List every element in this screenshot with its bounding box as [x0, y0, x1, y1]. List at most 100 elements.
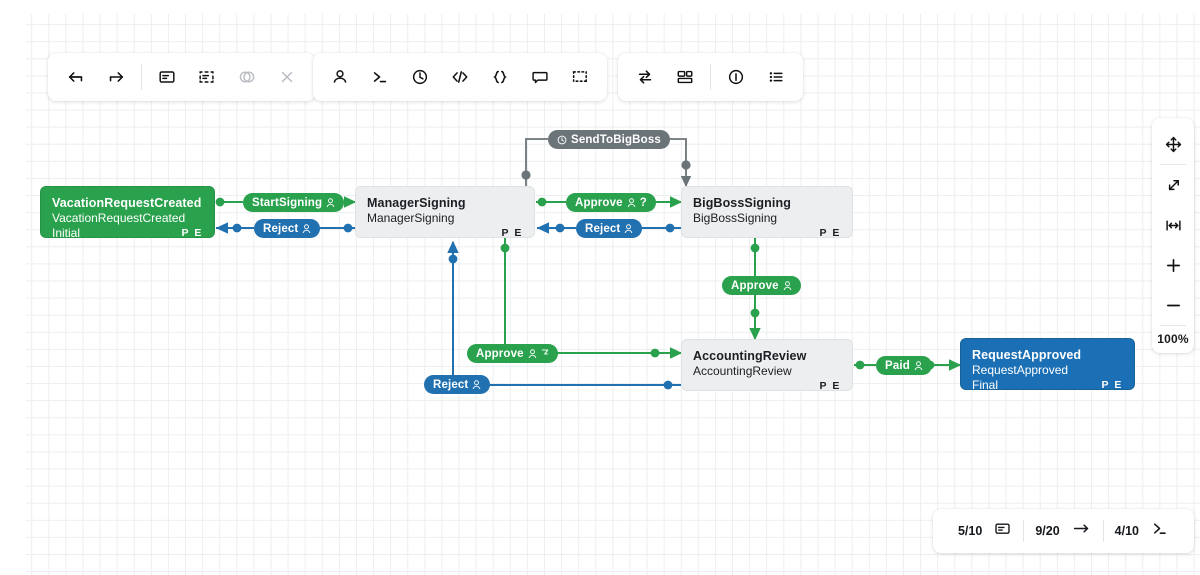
- user-icon: [302, 223, 311, 234]
- node-request-approved[interactable]: RequestApproved RequestApproved Final P …: [960, 338, 1135, 393]
- view-toolbar: [618, 53, 803, 101]
- node-title: VacationRequestCreated: [52, 196, 202, 210]
- node-footer: Final P E: [972, 378, 1123, 393]
- node-subtitle: BigBossSigning: [693, 211, 778, 225]
- node-badge: P E: [1101, 379, 1123, 391]
- edge-label-paid[interactable]: Paid: [876, 356, 932, 375]
- node-subtitle: AccountingReview: [693, 364, 792, 378]
- node-state: Final: [972, 378, 999, 392]
- status-bar: 5/10 9/20 4/10: [932, 509, 1194, 553]
- fit-width-icon[interactable]: [1153, 205, 1193, 245]
- edge-label-text: Reject: [585, 222, 621, 235]
- marquee-icon[interactable]: [560, 57, 600, 97]
- canvas-top-margin: [0, 0, 1200, 14]
- states-icon: [993, 519, 1012, 543]
- swap-icon[interactable]: [625, 57, 665, 97]
- add-selection-icon[interactable]: [187, 57, 227, 97]
- node-state: Initial: [52, 226, 81, 240]
- user-icon[interactable]: [320, 57, 360, 97]
- node-subtitle: RequestApproved: [972, 363, 1069, 377]
- node-footer: Initial P E: [52, 226, 203, 241]
- edge-label-start-signing[interactable]: StartSigning: [243, 193, 345, 212]
- edge-label-text: Approve: [476, 347, 524, 360]
- status-divider: [1023, 520, 1025, 542]
- info-icon[interactable]: [716, 57, 756, 97]
- rail-divider: [1160, 325, 1186, 326]
- node-title: BigBossSigning: [693, 196, 791, 210]
- braces-icon[interactable]: [480, 57, 520, 97]
- zoom-out-icon[interactable]: [1153, 285, 1193, 325]
- edge-label-text: Reject: [263, 222, 299, 235]
- node-badge: P E: [819, 227, 841, 239]
- edge-label-text: Approve: [731, 279, 779, 292]
- canvas-left-margin: [0, 0, 26, 575]
- zoom-in-icon[interactable]: [1153, 245, 1193, 285]
- scripts-icon: [1150, 519, 1169, 543]
- node-badge: P E: [819, 380, 841, 392]
- transitions-icon: [1071, 519, 1092, 543]
- scripts-count: 4/10: [1114, 524, 1139, 538]
- status-divider: [1102, 520, 1104, 542]
- node-title: ManagerSigning: [367, 196, 466, 210]
- history-toolbar: [48, 53, 315, 101]
- edge-label-text: Paid: [885, 359, 910, 372]
- edge-label-reject-2[interactable]: Reject: [576, 219, 643, 238]
- states-count: 5/10: [957, 524, 983, 538]
- terminal-icon[interactable]: [360, 57, 400, 97]
- user-icon: [326, 197, 335, 208]
- redo-icon[interactable]: [96, 57, 136, 97]
- code-icon[interactable]: [440, 57, 480, 97]
- edge-label-approve-2[interactable]: Approve: [722, 276, 801, 295]
- user-icon: [624, 223, 633, 234]
- edge-label-text: Reject: [433, 378, 469, 391]
- node-subtitle: ManagerSigning: [367, 211, 455, 225]
- user-icon: [783, 280, 792, 291]
- list-icon[interactable]: [756, 57, 796, 97]
- user-icon: [914, 360, 923, 371]
- close-icon[interactable]: [267, 57, 307, 97]
- transitions-count: 9/20: [1035, 524, 1060, 538]
- user-icon: [472, 379, 481, 390]
- node-footer: P E: [367, 226, 523, 241]
- comment-icon[interactable]: [520, 57, 560, 97]
- status-group-scripts[interactable]: 4/10: [1104, 519, 1180, 543]
- edge-label-reject-3[interactable]: Reject: [424, 375, 491, 394]
- clock-icon[interactable]: [400, 57, 440, 97]
- user-icon: [627, 197, 636, 208]
- toggle-icon[interactable]: [227, 57, 267, 97]
- pan-icon[interactable]: [1153, 124, 1193, 164]
- node-footer: P E: [693, 379, 841, 394]
- user-icon: [528, 348, 537, 359]
- toolbar-divider: [710, 64, 711, 90]
- edge-label-send-to-big-boss[interactable]: SendToBigBoss: [548, 130, 670, 149]
- status-group-states[interactable]: 5/10: [947, 519, 1023, 543]
- rail-divider: [1160, 164, 1186, 165]
- edge-label-reject-1[interactable]: Reject: [254, 219, 321, 238]
- node-badge: P E: [181, 227, 203, 239]
- fit-icon[interactable]: [1153, 165, 1193, 205]
- toolbar-divider: [141, 64, 142, 90]
- add-state-icon[interactable]: [147, 57, 187, 97]
- clock-icon: [557, 135, 567, 145]
- layout-icon[interactable]: [665, 57, 705, 97]
- zoom-level-label[interactable]: 100%: [1157, 332, 1189, 346]
- edge-label-approve-1[interactable]: Approve ?: [566, 193, 656, 212]
- edge-label-text: StartSigning: [252, 196, 323, 209]
- status-group-transitions[interactable]: 9/20: [1024, 519, 1102, 543]
- node-accounting-review[interactable]: AccountingReview AccountingReview P E: [681, 339, 853, 394]
- edge-label-approve-3[interactable]: Approve: [467, 344, 558, 363]
- edge-label-text: Approve: [575, 196, 623, 209]
- node-footer: P E: [693, 226, 841, 241]
- node-big-boss-signing[interactable]: BigBossSigning BigBossSigning P E: [681, 186, 853, 241]
- zoom-rail: 100%: [1152, 118, 1194, 353]
- node-manager-signing[interactable]: ManagerSigning ManagerSigning P E: [355, 186, 535, 241]
- node-title: AccountingReview: [693, 349, 807, 363]
- node-badge: P E: [501, 227, 523, 239]
- node-subtitle: VacationRequestCreated: [52, 211, 186, 225]
- node-vacation-request-created[interactable]: VacationRequestCreated VacationRequestCr…: [40, 186, 215, 241]
- flag-icon: [541, 348, 549, 359]
- undo-icon[interactable]: [56, 57, 96, 97]
